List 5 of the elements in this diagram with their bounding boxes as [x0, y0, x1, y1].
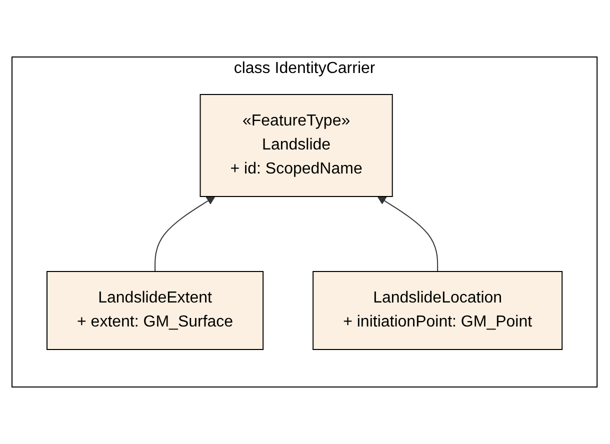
node-box: «FeatureType» Landslide + id: ScopedName	[200, 94, 394, 197]
arrow	[155, 196, 216, 272]
node-box: LandslideExtent + extent: GM_Surface	[46, 271, 264, 350]
node-box: LandslideLocation + initiationPoint: GM_Point	[313, 271, 564, 350]
arrow	[378, 196, 439, 272]
